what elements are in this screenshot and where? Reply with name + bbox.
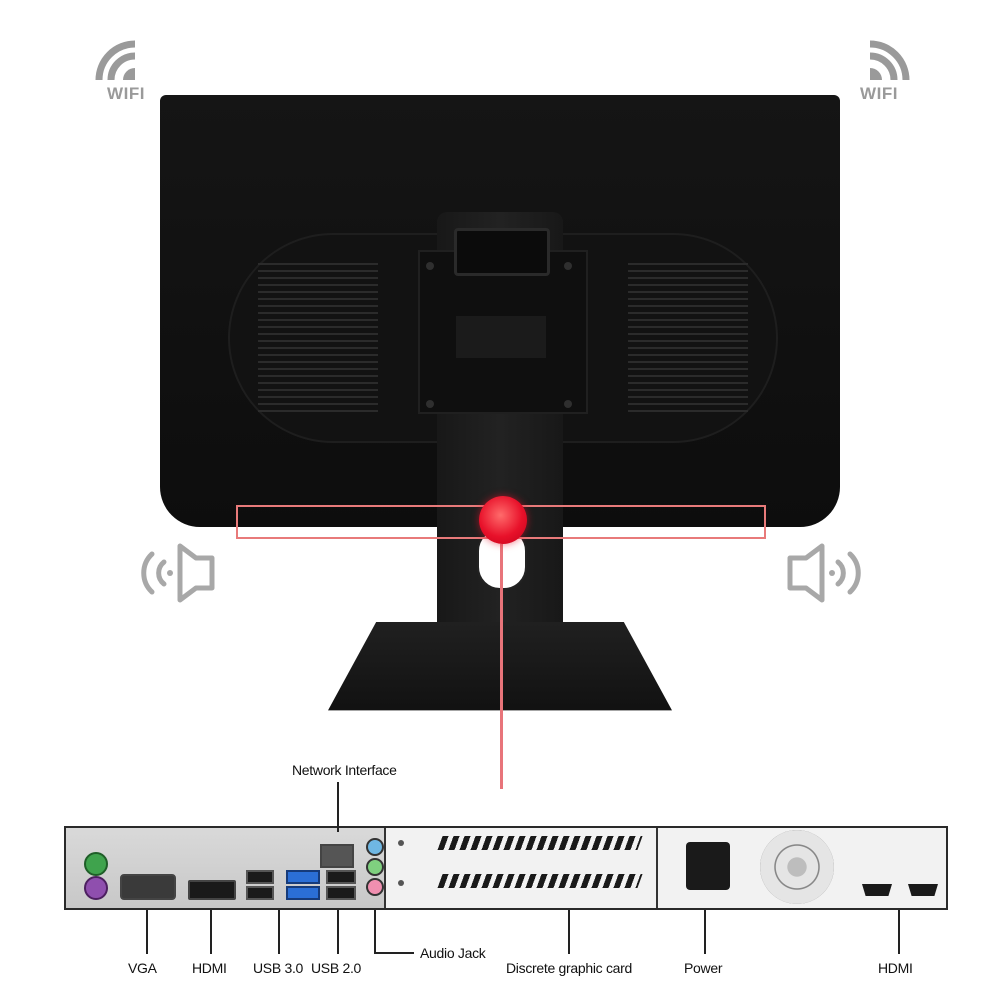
leader-line bbox=[146, 910, 148, 954]
usb3-port bbox=[286, 886, 320, 900]
speaker-icon bbox=[141, 543, 215, 603]
usb2-port bbox=[326, 886, 356, 900]
usb2-port bbox=[326, 870, 356, 884]
power-socket bbox=[686, 842, 730, 890]
power-label: Power bbox=[684, 960, 723, 976]
wifi-label: WIFI bbox=[107, 84, 145, 103]
usb-port bbox=[246, 870, 274, 884]
usb3-label: USB 3.0 bbox=[253, 960, 304, 976]
ps2-mouse-port bbox=[84, 876, 108, 900]
screw bbox=[426, 262, 434, 270]
leader-line bbox=[337, 782, 339, 832]
vent-grille-left bbox=[258, 263, 378, 413]
gpu-vent-slot bbox=[437, 836, 643, 850]
wifi-icon bbox=[95, 40, 136, 81]
label-patch bbox=[456, 316, 546, 358]
hdmi-port bbox=[188, 880, 236, 900]
panel-divider bbox=[656, 828, 658, 908]
leader-line bbox=[568, 910, 570, 954]
leader-line bbox=[374, 910, 376, 954]
screw bbox=[564, 262, 572, 270]
speaker-right bbox=[780, 540, 876, 606]
panel-divider bbox=[384, 828, 386, 908]
highlight-leader-line bbox=[500, 544, 503, 789]
ps2-keyboard-port bbox=[84, 852, 108, 876]
hdmi-label: HDMI bbox=[192, 960, 227, 976]
hdmi-label: HDMI bbox=[878, 960, 913, 976]
wifi-badge-left: WIFI bbox=[91, 38, 161, 108]
leader-line bbox=[210, 910, 212, 954]
audio-mic-jack bbox=[366, 878, 384, 896]
leader-line bbox=[278, 910, 280, 954]
screw bbox=[426, 400, 434, 408]
highlight-marker bbox=[479, 496, 527, 544]
hdmi-port bbox=[862, 884, 892, 896]
speaker-left bbox=[124, 540, 220, 606]
audio-line-out-jack bbox=[366, 858, 384, 876]
vga-label: VGA bbox=[128, 960, 157, 976]
hdmi-port bbox=[908, 884, 938, 896]
speaker-icon bbox=[787, 543, 861, 603]
audio-jack-label: Audio Jack bbox=[420, 945, 486, 961]
vent-grille-right bbox=[628, 263, 748, 413]
gpu-vent-slot bbox=[437, 874, 643, 888]
screw bbox=[398, 880, 404, 886]
ethernet-port bbox=[320, 844, 354, 868]
leader-line bbox=[898, 910, 900, 954]
leader-line bbox=[374, 952, 414, 954]
leader-line bbox=[337, 910, 339, 954]
usb3-port bbox=[286, 870, 320, 884]
audio-line-in-jack bbox=[366, 838, 384, 856]
carry-handle bbox=[454, 228, 550, 276]
psu-fan bbox=[760, 830, 834, 904]
screw bbox=[398, 840, 404, 846]
wifi-badge-right: WIFI bbox=[844, 38, 914, 108]
wifi-icon bbox=[869, 40, 910, 81]
screw bbox=[564, 400, 572, 408]
wifi-label: WIFI bbox=[860, 84, 898, 103]
leader-line bbox=[704, 910, 706, 954]
network-interface-label: Network Interface bbox=[292, 762, 397, 778]
graphics-card-label: Discrete graphic card bbox=[506, 960, 632, 976]
usb-port bbox=[246, 886, 274, 900]
usb2-label: USB 2.0 bbox=[311, 960, 362, 976]
vga-port bbox=[120, 874, 176, 900]
